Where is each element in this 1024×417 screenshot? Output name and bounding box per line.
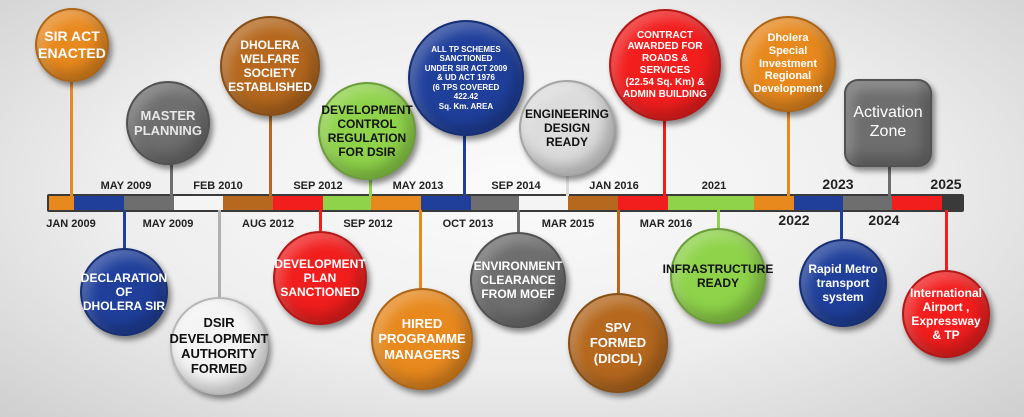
milestone-circle: DECLARATION OF DHOLERA SIR xyxy=(80,248,168,336)
milestone-circle: Rapid Metro transport system xyxy=(799,239,887,327)
timeline-segment xyxy=(174,196,223,210)
date-label: 2022 xyxy=(778,212,810,228)
timeline-segment xyxy=(519,196,568,210)
milestone-label: DEVELOPMENT CONTROL REGULATION FOR DSIR xyxy=(321,102,413,160)
date-label: 2023 xyxy=(822,176,854,192)
date-label: JAN 2016 xyxy=(589,180,639,192)
milestone-label: DECLARATION OF DHOLERA SIR xyxy=(80,270,168,314)
milestone-circle: ALL TP SCHEMES SANCTIONED UNDER SIR ACT … xyxy=(408,20,524,136)
date-label: OCT 2013 xyxy=(442,218,494,230)
date-label: SEP 2012 xyxy=(343,218,393,230)
milestone-label: Rapid Metro transport system xyxy=(808,261,878,305)
milestone-label: Activation Zone xyxy=(853,104,923,140)
milestone-connector xyxy=(617,210,620,293)
milestone-connector xyxy=(269,116,272,196)
timeline-segment xyxy=(223,196,273,210)
milestone-connector xyxy=(888,167,891,196)
timeline-segment xyxy=(892,196,942,210)
milestone-label: CONTRACT AWARDED FOR ROADS & SERVICES (2… xyxy=(623,29,707,100)
milestone-circle: SIR ACT ENACTED xyxy=(35,8,109,82)
milestone-label: MASTER PLANNING xyxy=(134,107,202,138)
date-label: SEP 2014 xyxy=(491,180,541,192)
milestone-connector xyxy=(369,180,372,196)
milestone-label: INFRASTRUCTURE READY xyxy=(662,261,774,290)
milestone-circle: International Airport , Expressway & TP xyxy=(902,270,990,358)
milestone-circle: ENGINEERING DESIGN READY xyxy=(519,80,615,176)
milestone-connector xyxy=(517,210,520,232)
date-label: MAY 2013 xyxy=(392,180,444,192)
milestone-connector xyxy=(840,210,843,239)
milestone-connector xyxy=(945,210,948,270)
milestone-circle: INFRASTRUCTURE READY xyxy=(663,228,773,324)
date-label: MAR 2015 xyxy=(541,218,595,230)
milestone-circle: ENVIRONMENT CLEARANCE FROM MOEF xyxy=(470,232,566,328)
milestone-connector xyxy=(663,121,666,196)
timeline-segment xyxy=(323,196,371,210)
milestone-circle: SPV FORMED (DICDL) xyxy=(568,293,668,393)
timeline-segment xyxy=(668,196,754,210)
timeline-segment xyxy=(74,196,124,210)
timeline-segment xyxy=(124,196,174,210)
milestone-label: DEVELOPMENT PLAN SANCTIONED xyxy=(274,256,366,300)
milestone-circle: MASTER PLANNING xyxy=(126,81,210,165)
milestone-circle: DSIR DEVELOPMENT AUTHORITY FORMED xyxy=(170,297,268,395)
milestone-connector xyxy=(566,176,569,196)
milestone-circle: DEVELOPMENT PLAN SANCTIONED xyxy=(273,231,367,325)
milestone-label: DHOLERA WELFARE SOCIETY ESTABLISHED xyxy=(228,37,312,95)
milestone-label: ENGINEERING DESIGN READY xyxy=(525,106,610,150)
milestone-connector xyxy=(123,210,126,248)
milestone-connector xyxy=(419,210,422,288)
date-label: 2025 xyxy=(930,176,962,192)
milestone-circle: HIRED PROGRAMME MANAGERS xyxy=(371,288,473,390)
milestone-label: International Airport , Expressway & TP xyxy=(910,285,983,343)
date-label: JAN 2009 xyxy=(46,218,96,230)
milestone-label: ALL TP SCHEMES SANCTIONED UNDER SIR ACT … xyxy=(424,44,508,111)
timeline-segment xyxy=(421,196,471,210)
date-label: AUG 2012 xyxy=(242,218,294,230)
milestone-label: HIRED PROGRAMME MANAGERS xyxy=(378,316,466,362)
date-label: MAR 2016 xyxy=(639,218,693,230)
timeline-segment xyxy=(618,196,668,210)
milestone-label: SPV FORMED (DICDL) xyxy=(589,320,647,366)
timeline-segment xyxy=(843,196,892,210)
milestone-label: SIR ACT ENACTED xyxy=(38,28,106,61)
milestone-connector xyxy=(787,112,790,196)
date-label: FEB 2010 xyxy=(193,180,243,192)
timeline-segment xyxy=(371,196,421,210)
milestone-circle: DEVELOPMENT CONTROL REGULATION FOR DSIR xyxy=(318,82,416,180)
date-label: 2021 xyxy=(701,180,727,192)
milestone-connector xyxy=(170,165,173,196)
timeline-segment xyxy=(754,196,794,210)
timeline-segment xyxy=(471,196,519,210)
milestone-connector xyxy=(319,210,322,231)
timeline-segment xyxy=(568,196,618,210)
timeline-segment xyxy=(49,196,74,210)
milestone-connector xyxy=(463,136,466,196)
milestone-circle: DHOLERA WELFARE SOCIETY ESTABLISHED xyxy=(220,16,320,116)
date-label: 2024 xyxy=(868,212,900,228)
date-label: MAY 2009 xyxy=(100,180,152,192)
milestone-connector xyxy=(218,210,221,297)
milestone-circle: Activation Zone xyxy=(844,79,932,167)
date-label: MAY 2009 xyxy=(142,218,194,230)
timeline-segment xyxy=(794,196,843,210)
milestone-label: Dholera Special Investment Regional Deve… xyxy=(753,31,823,96)
milestone-connector xyxy=(70,82,73,196)
timeline-segment xyxy=(273,196,323,210)
milestone-connector xyxy=(717,210,720,228)
milestone-label: ENVIRONMENT CLEARANCE FROM MOEF xyxy=(473,258,563,302)
milestone-label: DSIR DEVELOPMENT AUTHORITY FORMED xyxy=(169,315,269,377)
date-label: SEP 2012 xyxy=(293,180,343,192)
milestone-circle: Dholera Special Investment Regional Deve… xyxy=(740,16,836,112)
milestone-circle: CONTRACT AWARDED FOR ROADS & SERVICES (2… xyxy=(609,9,721,121)
